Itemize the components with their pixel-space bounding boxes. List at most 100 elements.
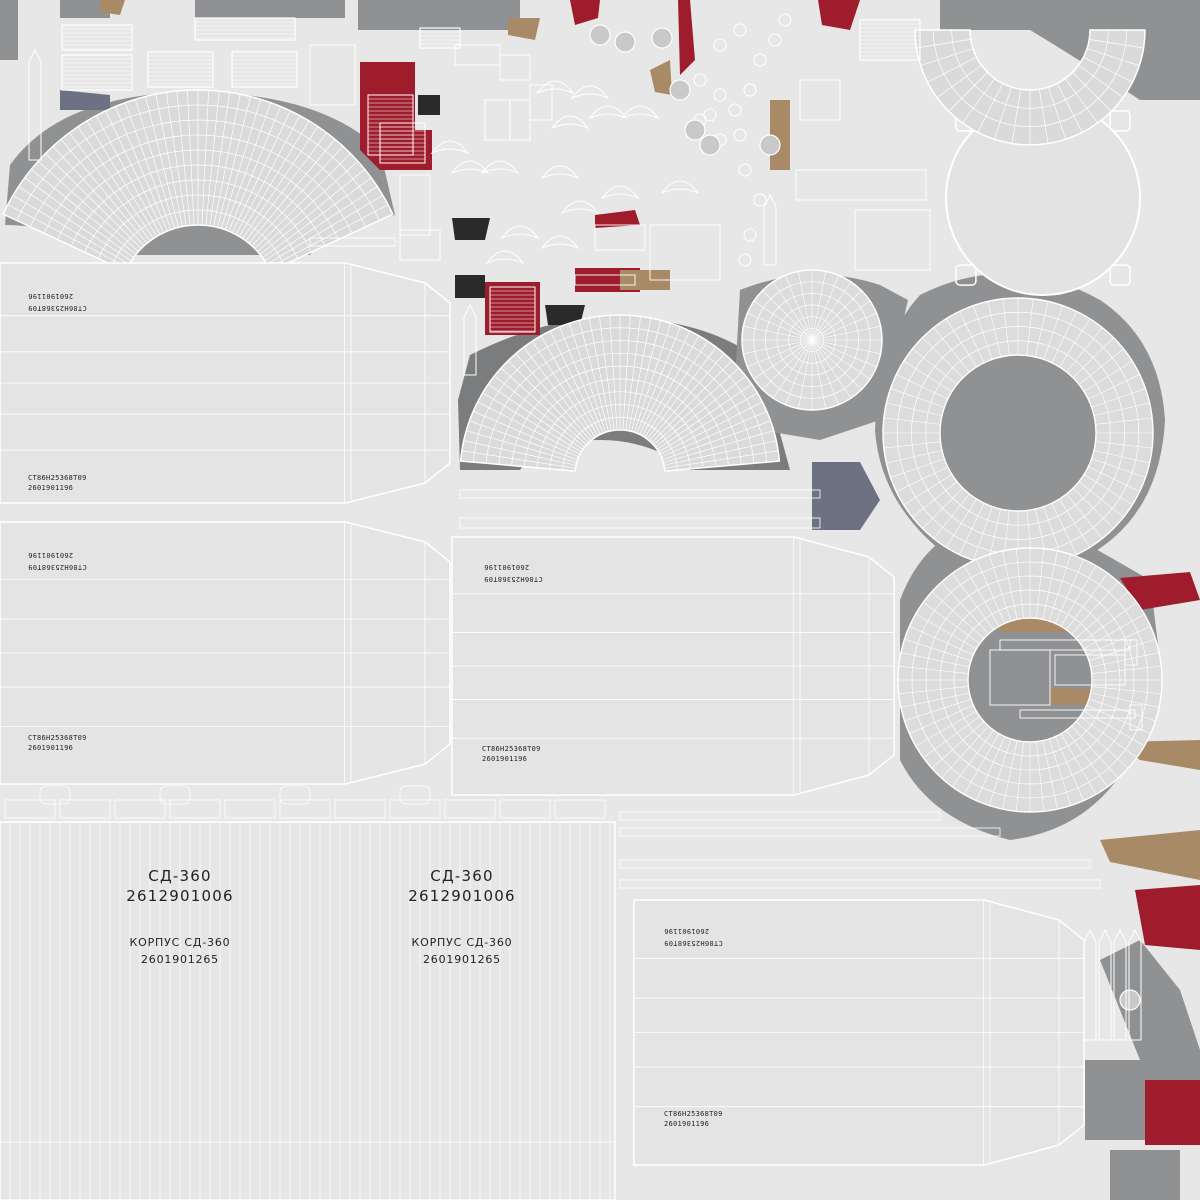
ring-upper-segment <box>959 503 985 555</box>
misc-frame <box>649 224 721 281</box>
misc-frame <box>1054 654 1126 686</box>
disk-spoke <box>811 339 840 405</box>
ring-lower-segment <box>1091 665 1162 674</box>
ring-lower-segment <box>1042 740 1058 810</box>
panel4-serial-bottom: 2601901196 <box>664 1120 710 1128</box>
ring-upper-segment <box>1072 487 1114 529</box>
fan-top-left-spoke <box>209 92 231 226</box>
ring-lower-segment <box>909 704 974 734</box>
red-wing <box>1120 572 1200 610</box>
cylinder-panel-2 <box>0 521 451 785</box>
flange-lug <box>1109 110 1131 132</box>
grate <box>489 286 536 333</box>
ribbed-block <box>194 17 296 41</box>
disk-spoke <box>784 339 813 405</box>
petal-shape <box>500 225 540 240</box>
fan-top-left <box>2 89 394 273</box>
ring-upper-segment <box>1078 348 1124 385</box>
stencil-right-subtitle: КОРПУС СД-360 <box>411 936 513 949</box>
ring-upper-segment <box>1066 493 1103 539</box>
panel1-code-bottom: СТ86Н25368Т09 <box>28 474 87 482</box>
disk-spoke <box>811 339 881 354</box>
ring-lower-segment <box>1060 733 1097 795</box>
ribbed-block-frame <box>147 51 214 88</box>
panel2-code-top: СТ86Н25368Т09 <box>28 563 87 572</box>
ring-upper-segment <box>959 311 985 363</box>
panel4-code-bottom: СТ86Н25368Т09 <box>664 1110 723 1118</box>
bottom-right-shadow <box>1085 1060 1150 1140</box>
disk-spoke <box>811 312 877 341</box>
misc-frame <box>1019 709 1136 719</box>
top-half-ring-spoke <box>962 78 996 124</box>
fan-center-spoke <box>500 367 587 446</box>
petal-shape <box>588 105 628 120</box>
fan-top-left-spoke <box>134 99 176 229</box>
ring-lower-segment <box>915 710 977 747</box>
disk-spoke <box>811 339 862 390</box>
ring-upper-segment <box>903 360 953 392</box>
fan-top-left-spoke <box>245 132 327 242</box>
ribbed-block <box>419 27 461 49</box>
fan-top-left-spoke <box>270 213 394 272</box>
top-half-ring-spoke <box>1048 86 1066 140</box>
red-strip <box>595 210 640 228</box>
misc-frame <box>795 169 927 201</box>
small-circle <box>693 73 707 87</box>
bolt-block <box>114 799 166 819</box>
misc-frame <box>309 237 396 247</box>
fan-center-spoke <box>661 410 767 458</box>
fan-center-spoke <box>656 383 752 450</box>
ribbed-block <box>61 24 133 51</box>
ring-lower-segment <box>1042 550 1058 620</box>
grate-frame <box>489 286 536 333</box>
fan-center-spoke <box>664 460 780 472</box>
ring-lower-segment <box>976 559 1006 624</box>
fan-top-left-spoke <box>262 177 372 258</box>
fan-top-left-spoke <box>12 195 130 265</box>
fan-top-left-arc <box>125 224 271 272</box>
top-half-ring-spoke <box>1089 39 1144 49</box>
misc-frame <box>499 54 531 81</box>
bolt-block <box>224 799 276 819</box>
flange-lug <box>955 264 977 286</box>
fan-center-spoke <box>469 420 578 461</box>
top-half-ring-spoke <box>1083 56 1133 83</box>
wheel-hub <box>699 134 721 156</box>
disk-spoke <box>772 281 813 341</box>
ring-upper-segment <box>896 374 948 400</box>
fan-center-spoke <box>460 460 576 472</box>
fan-top-left-spoke <box>217 96 251 228</box>
disk-spoke <box>811 339 871 380</box>
top-half-ring <box>914 29 1146 146</box>
misc-frame <box>1129 704 1143 731</box>
ring-upper-segment <box>886 450 943 464</box>
ring-upper-segment <box>883 441 941 449</box>
wheel-hub <box>589 24 611 46</box>
fan-center-spoke <box>477 401 581 455</box>
disk-spoke <box>811 290 862 341</box>
fan-top-left-spoke <box>264 186 378 262</box>
fan-top-left-spoke <box>52 145 145 247</box>
panel3-serial-top: 2601901196 <box>484 563 530 572</box>
wheel-hub <box>759 134 781 156</box>
small-circle <box>768 33 782 47</box>
disk-spoke <box>811 339 852 399</box>
red-bottom-right <box>1145 1080 1200 1145</box>
fan-center-spoke <box>664 450 779 469</box>
wheel-hub <box>1119 989 1141 1011</box>
ring-upper-segment <box>1051 503 1077 555</box>
petal-shape <box>480 160 520 175</box>
fan-center-spoke <box>625 316 641 431</box>
ring-upper-segment <box>922 337 964 379</box>
fan-center-spoke <box>659 401 763 455</box>
misc-frame <box>1124 639 1138 666</box>
ring-upper-segment <box>1095 441 1153 449</box>
misc-frame <box>399 229 441 261</box>
ribbed-block-frame <box>419 27 461 49</box>
fan-center-spoke <box>559 326 604 434</box>
fan-center-spoke <box>644 341 709 438</box>
fan-top-left-spoke <box>257 160 359 252</box>
ring-upper-segment <box>896 466 948 492</box>
petal-shape <box>660 180 700 195</box>
